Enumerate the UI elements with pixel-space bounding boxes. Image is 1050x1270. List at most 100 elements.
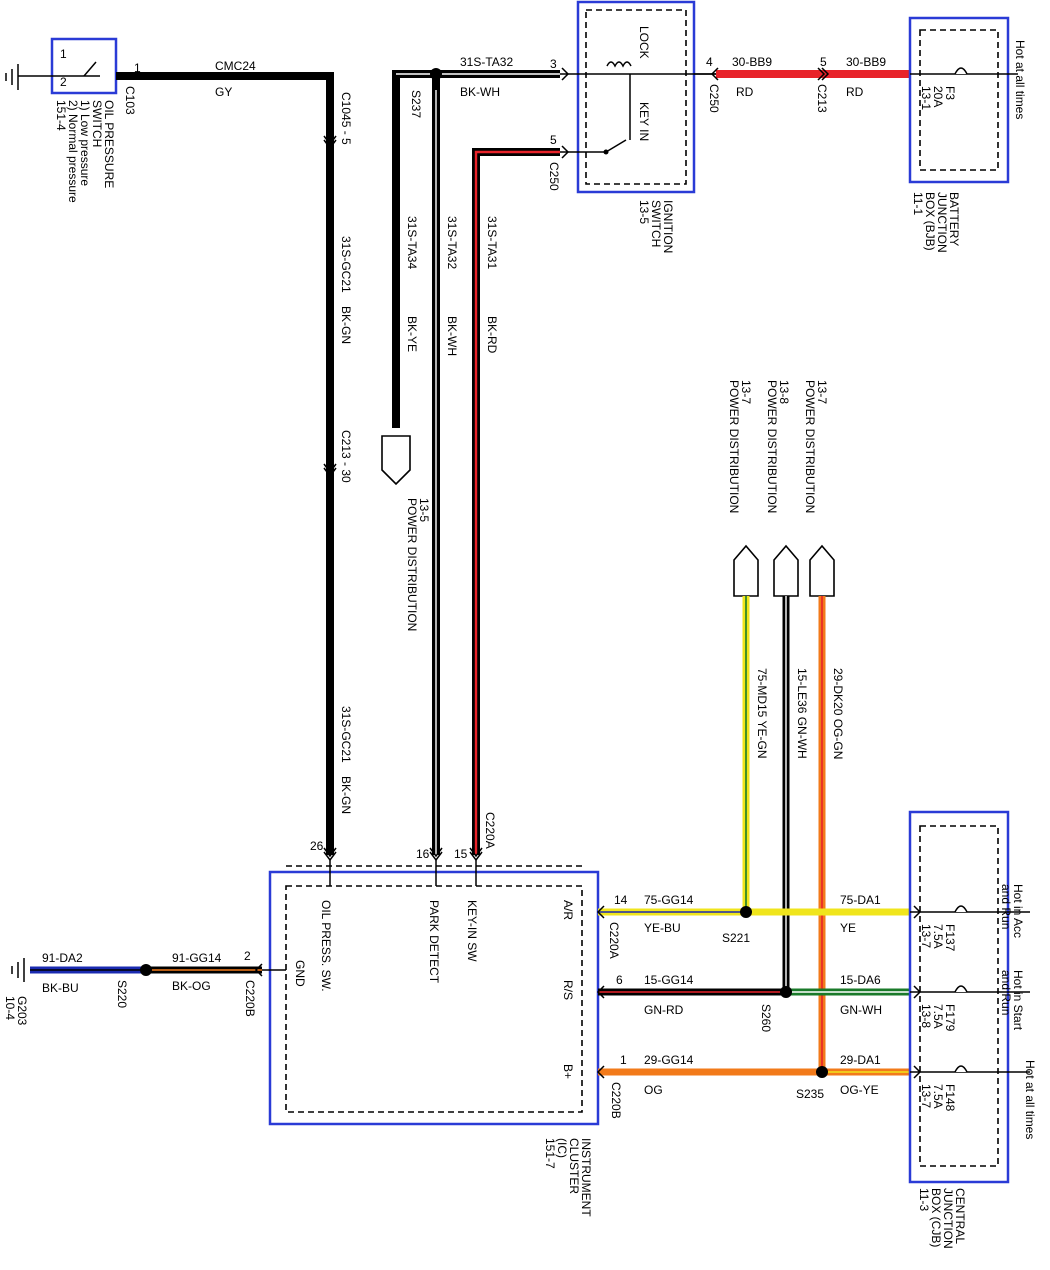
oil-switch-title: OIL PRESSURE	[102, 100, 116, 188]
oil-conn-c103: C103	[123, 86, 137, 115]
le36-label: 15-LE36 GN-WH	[795, 668, 809, 759]
pin5-arrow	[561, 145, 570, 159]
ic-pin-15: 15	[454, 847, 468, 861]
ign-name-1: IGNITION	[661, 200, 675, 253]
bjb-inner	[919, 29, 999, 171]
gg14-bk-circuit: 91-GG14	[172, 951, 222, 965]
cluster-inner	[285, 885, 583, 1113]
cjb-f137-ref: 13-7	[919, 924, 933, 948]
ign-pin-5: 5	[550, 133, 557, 147]
ta32-vert-color: BK-WH	[445, 316, 459, 356]
g203-label: G203	[15, 996, 29, 1026]
ta31-color: BK-RD	[485, 316, 499, 354]
ic-rs: R/S	[561, 980, 575, 1000]
ic-bplus: B+	[561, 1064, 575, 1079]
gc21-upper-circuit: 31S-GC21	[339, 236, 353, 293]
oil-switch-box	[50, 37, 118, 95]
pin14-arrow	[596, 905, 605, 919]
fuse-f137-icon	[954, 905, 968, 913]
dk20-label: 29-DK20 OG-GN	[831, 668, 845, 759]
c213-pin: 5	[820, 55, 827, 69]
ic-pin-26: 26	[310, 839, 324, 853]
gg14-og-color: OG	[644, 1083, 663, 1097]
ta34-circuit: 31S-TA34	[405, 216, 419, 269]
splice-s220-dot	[140, 964, 152, 976]
pd-a-arrow	[733, 544, 759, 597]
splice-s237-dot	[430, 68, 442, 80]
oil-contact-1: 1	[60, 47, 67, 61]
ta31-circuit: 31S-TA31	[485, 216, 499, 269]
ic-name-2: CLUSTER	[567, 1138, 581, 1194]
ign-lock-label: LOCK	[637, 26, 651, 59]
keyin-contact	[603, 149, 609, 155]
cjb-f179-amps: 7.5A	[931, 1004, 945, 1029]
ign-pin-3: 3	[550, 57, 557, 71]
bb9-left-circuit: 30-BB9	[732, 55, 772, 69]
ic-keyin-sw: KEY-IN SW	[465, 900, 479, 962]
cjb-arrow-1	[913, 905, 922, 919]
oil-switch-title-2: SWITCH	[90, 100, 104, 147]
ic-pin-16: 16	[416, 847, 430, 861]
cjb-f148: F148	[943, 1084, 957, 1112]
ign-name-2: SWITCH	[649, 200, 663, 247]
gc21-lower-color: BK-GN	[339, 776, 353, 814]
cjb-hot2-2: and Run	[999, 970, 1013, 1015]
gg14-ye-color: YE-BU	[644, 921, 681, 935]
gc21-upper-color: BK-GN	[339, 306, 353, 344]
oil-switch-labels: C103	[123, 86, 137, 115]
ic-park-detect: PARK DETECT	[427, 900, 441, 984]
pin1-arrow	[596, 1065, 605, 1079]
c213-conn: C213	[815, 84, 829, 113]
pd-c-ref: 13-7	[815, 380, 829, 404]
oil-switch-state1: 1) Low pressure	[78, 100, 92, 186]
gg14-ye-pin: 14	[614, 893, 628, 907]
ign-conn-c250-right: C250	[707, 84, 721, 113]
gg14-og-pin: 1	[620, 1053, 627, 1067]
cjb-f148-amps: 7.5A	[931, 1084, 945, 1109]
splice-s221-dot	[740, 906, 752, 918]
ic-name-3: (IC)	[555, 1138, 569, 1158]
splice-s235: S235	[796, 1087, 824, 1101]
da6-color: GN-WH	[840, 1003, 882, 1017]
cjb-f137-amps: 7.5A	[931, 924, 945, 949]
ic-gnd: GND	[293, 960, 307, 987]
splice-s237: S237	[409, 90, 423, 118]
bjb-box	[908, 16, 1010, 184]
gg14-gn-color: GN-RD	[644, 1003, 684, 1017]
gg14-og-circuit: 29-GG14	[644, 1053, 694, 1067]
cjb-arrow-2	[913, 985, 922, 999]
oil-switch-name: OIL PRESSURE SWITCH 1) Low pressure 2) N…	[54, 100, 116, 203]
splice-s235-dot	[816, 1066, 828, 1078]
da1-og-color: OG-YE	[840, 1083, 879, 1097]
fuse-f3-icon	[954, 67, 968, 75]
oil-switch-state2: 2) Normal pressure	[66, 100, 80, 203]
pd-a-title: POWER DISTRIBUTION	[727, 380, 741, 513]
oil-switch-ref: 151-4	[54, 100, 68, 131]
ic-conn-c220a-top: C220A	[483, 812, 497, 849]
bjb-amps: 20A	[931, 86, 945, 107]
gg14-og-conn: C220B	[609, 1082, 623, 1119]
ta32-top-circuit: 31S-TA32	[460, 55, 513, 69]
bb9-right-circuit: 30-BB9	[846, 55, 886, 69]
ic-ar: A/R	[561, 900, 575, 920]
cjb-hot2-1: Hot in Start	[1011, 970, 1025, 1031]
pd-135-arrow	[381, 435, 411, 486]
ta32-top-color: BK-WH	[460, 85, 500, 99]
bjb-fuse: F3	[943, 86, 957, 100]
pd-c-title: POWER DISTRIBUTION	[803, 380, 817, 513]
g203-ref: 10-4	[3, 996, 17, 1020]
ground-symbol-g203	[11, 958, 25, 982]
bjb-name-3: BOX (BJB)	[923, 192, 937, 251]
cjb-ref: 11-3	[917, 1188, 931, 1211]
pd-c-arrow	[809, 544, 835, 597]
wire-cmc24-gc21	[116, 72, 334, 855]
cjb-f137: F137	[943, 924, 957, 952]
ign-keyin-label: KEY IN	[637, 102, 651, 141]
oil-pressure-switch: 1 2	[5, 37, 118, 95]
cjb-hot3: Hot at all times	[1023, 1060, 1037, 1139]
cjb-f179: F179	[943, 1004, 957, 1032]
bb9-left-color: RD	[736, 85, 754, 99]
pd-135-title: POWER DISTRIBUTION	[405, 498, 419, 631]
ign-ref: 13-5	[637, 200, 651, 224]
